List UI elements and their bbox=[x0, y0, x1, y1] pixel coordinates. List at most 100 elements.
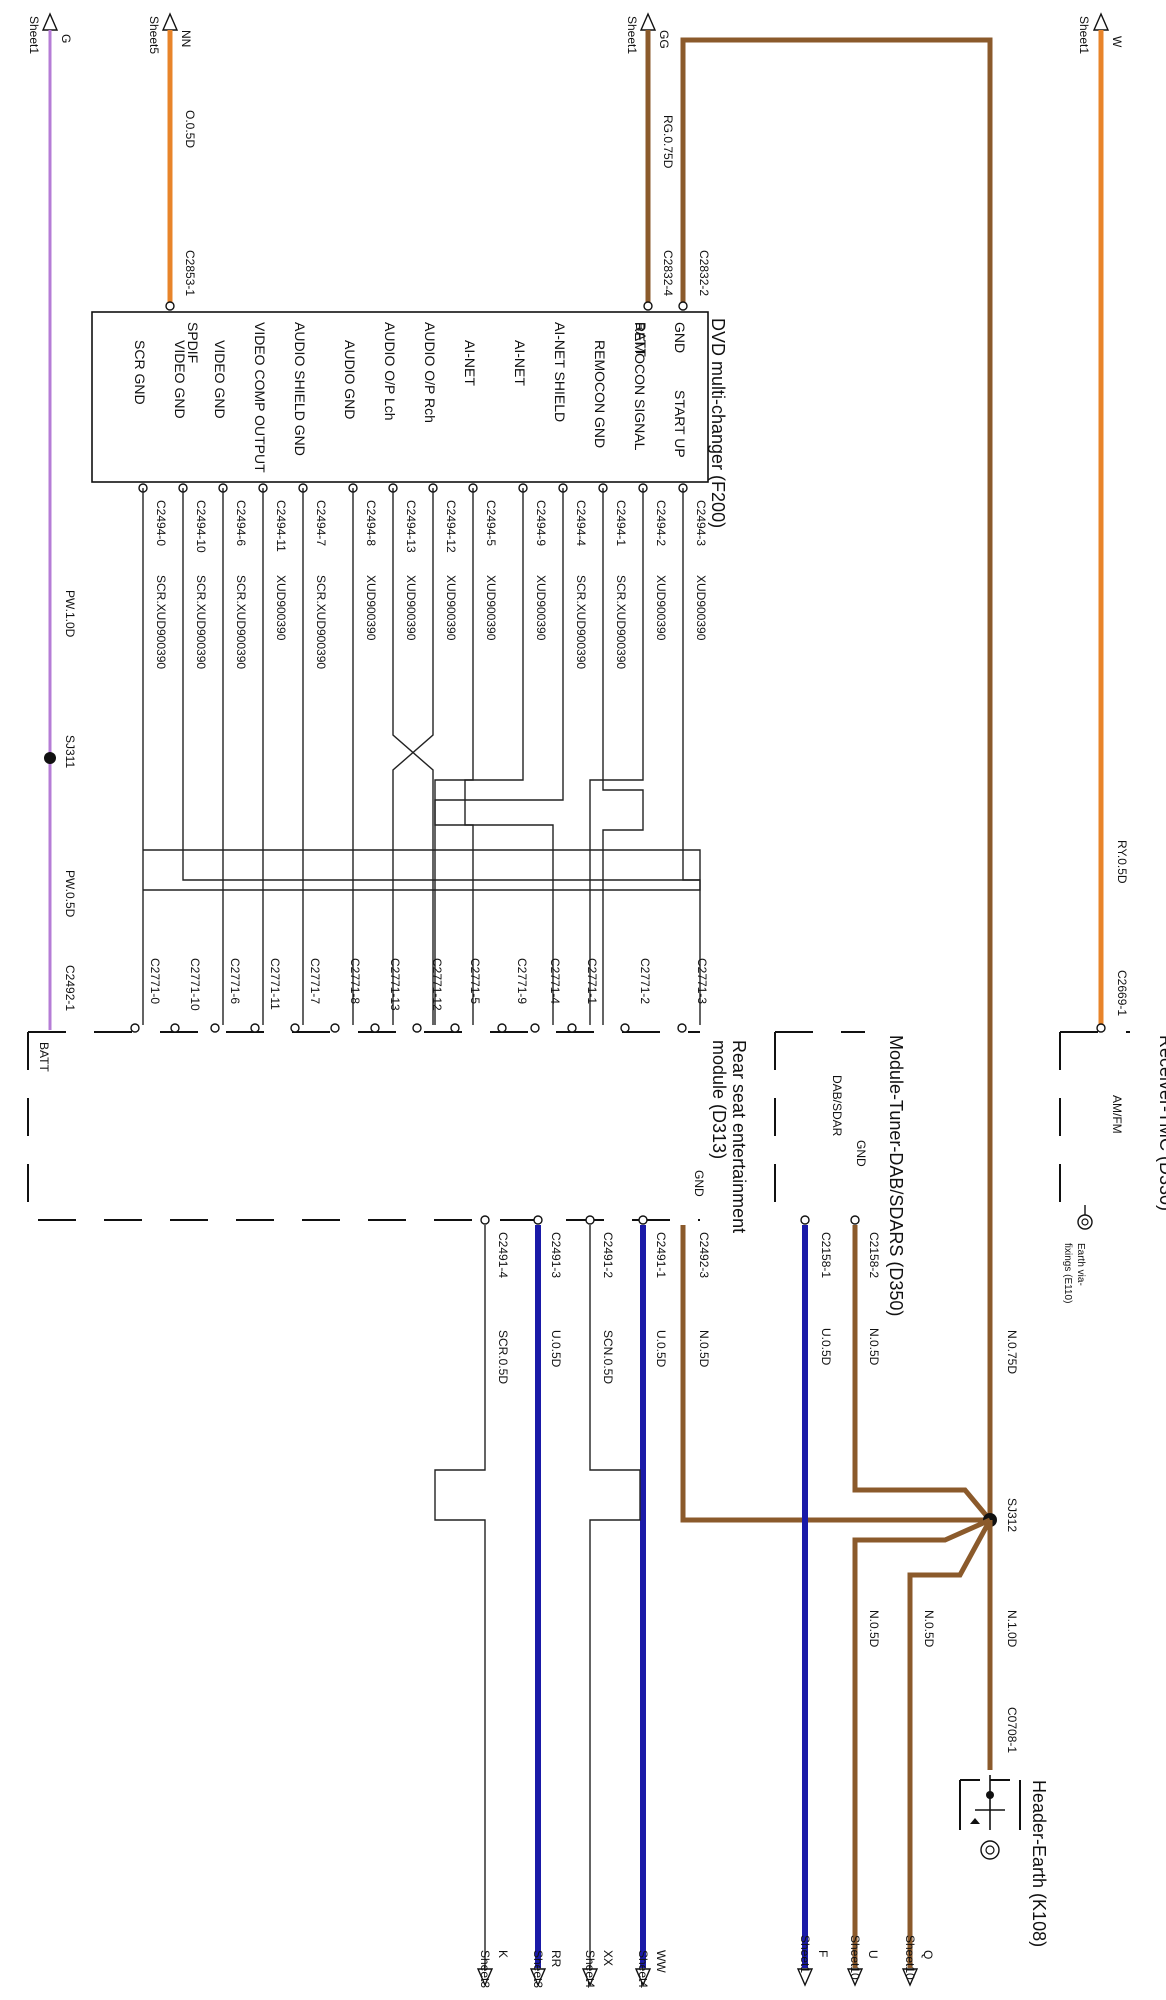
dvd-pin-connector: C2494-11 bbox=[274, 500, 288, 552]
wire-n05d-q bbox=[907, 1518, 993, 1968]
dvd-pin-wire: XUD900390 bbox=[534, 575, 548, 641]
bottom-net-sheet: Sheet10 bbox=[903, 1935, 917, 1980]
wire-ry05d-label: RY.0.5D bbox=[1115, 840, 1129, 884]
dvd-pin-circle bbox=[165, 301, 175, 311]
net-nn-sheet: Sheet5 bbox=[147, 16, 161, 54]
dvd-pin-wire: SCR.XUD900390 bbox=[234, 575, 248, 669]
rse-connector-label: C2771-8 bbox=[348, 958, 362, 1004]
conn-c2853-label: C2853-1 bbox=[183, 250, 197, 296]
dvd-pin-connector: C2494-5 bbox=[484, 500, 498, 546]
net-arrow-icon bbox=[476, 1968, 494, 1987]
rse-title-1: Rear seat entertainment bbox=[729, 1040, 749, 1233]
dvd-pin-label: VIDEO COMP OUTPUT bbox=[252, 322, 268, 473]
dvd-pin-label: VIDEO GND bbox=[172, 340, 188, 419]
rse-pin-circle bbox=[620, 1023, 630, 1033]
rse-connector-label: C2771-10 bbox=[188, 958, 202, 1011]
rse-lower-connector: C2491-1 bbox=[654, 1232, 668, 1278]
net-nn-label: NN bbox=[179, 30, 193, 47]
receiver-amfm-pin: AM/FM bbox=[1110, 1095, 1124, 1134]
dvd-pin-label: REMOCON GND bbox=[592, 340, 608, 448]
net-w-label: W bbox=[1110, 36, 1124, 48]
rse-box-outline bbox=[27, 1032, 700, 1221]
dvd-pin-label: AI-NET bbox=[462, 340, 478, 386]
wire-o05d-label: O.0.5D bbox=[183, 110, 197, 148]
rse-lower-sheet: Sheet3 bbox=[531, 1950, 545, 1988]
receiver-amfm-pin-circle bbox=[1096, 1023, 1106, 1033]
conn-c2832-2-label: C2832-2 bbox=[697, 250, 711, 296]
dvd-pin-label: BATT bbox=[633, 322, 649, 357]
dvd-pin-label: START UP bbox=[672, 390, 688, 458]
splice-sj312-label: SJ312 bbox=[1005, 1498, 1019, 1532]
rse-connector-label: C2771-0 bbox=[148, 958, 162, 1004]
rse-lower-wire bbox=[589, 1225, 641, 1968]
earth-symbol bbox=[1077, 1205, 1093, 1230]
rse-lower-connector: C2491-4 bbox=[496, 1232, 510, 1278]
wire-pw05d-label: PW.0.5D bbox=[63, 870, 77, 918]
dvd-pin-wire: SCR.XUD900390 bbox=[154, 575, 168, 669]
rse-connector-label: C2771-3 bbox=[695, 958, 709, 1004]
net-arrow-w: W Sheet1 bbox=[1077, 12, 1124, 54]
dvd-pin-connector: C2494-2 bbox=[654, 500, 668, 546]
dvd-pin-label: AUDIO GND bbox=[342, 340, 358, 419]
dvd-pin-wire: SCR.XUD900390 bbox=[194, 575, 208, 669]
dvd-pin-connector: C2494-12 bbox=[444, 500, 458, 553]
dvd-pin-circle bbox=[643, 301, 653, 311]
conn-c2492-3-label: C2492-3 bbox=[697, 1232, 711, 1278]
rse-batt-pin: BATT bbox=[37, 1042, 51, 1072]
rse-pin-circle bbox=[677, 1023, 687, 1033]
wire-gnd-loop bbox=[680, 37, 993, 1520]
tuner-dab-conn: C2158-1 bbox=[819, 1232, 833, 1278]
rse-connector-label: C2771-5 bbox=[468, 958, 482, 1004]
rse-connector-label: C2771-2 bbox=[638, 958, 652, 1004]
dvd-pin-wire: XUD900390 bbox=[484, 575, 498, 641]
earth-note-1: Earth via- bbox=[1075, 1243, 1086, 1286]
rse-pin-circle bbox=[290, 1023, 300, 1033]
rse-lower-pin bbox=[480, 1215, 490, 1225]
rse-pin-circle bbox=[530, 1023, 540, 1033]
bottom-net-sheet: Sheet1 bbox=[798, 1935, 812, 1973]
bottom-net-label: Q bbox=[921, 1950, 935, 1959]
net-arrow-icon bbox=[581, 1968, 599, 1987]
rse-lower-net: K bbox=[496, 1950, 510, 1958]
conn-c2832-4-label: C2832-4 bbox=[661, 250, 675, 296]
rse-lower-net: RR bbox=[549, 1950, 563, 1968]
rse-pin-circle bbox=[450, 1023, 460, 1033]
rse-lower-wire-label: SCN.0.5D bbox=[601, 1330, 615, 1384]
rse-lower-connector: C2491-2 bbox=[601, 1232, 615, 1278]
rse-connector-label: C2771-4 bbox=[548, 958, 562, 1004]
dvd-pin-wire: SCR.XUD900390 bbox=[314, 575, 328, 669]
splice-sj311-label: SJ311 bbox=[63, 735, 77, 768]
wire-u05d-tuner-label: U.0.5D bbox=[819, 1328, 833, 1366]
tuner-gnd-pin: GND bbox=[854, 1140, 868, 1167]
splice-sj311 bbox=[44, 752, 56, 764]
wire-n05d-rse-label: N.0.5D bbox=[697, 1330, 711, 1368]
rse-pin-circle bbox=[567, 1023, 577, 1033]
dvd-pin-wire: XUD900390 bbox=[274, 575, 288, 641]
tuner-gnd-pin-circle bbox=[850, 1215, 860, 1225]
bottom-net-sheet: Sheet10 bbox=[848, 1935, 862, 1980]
dvd-pin-wire: SCR.XUD900390 bbox=[574, 575, 588, 669]
wire-n10d-label: N.1.0D bbox=[1005, 1610, 1019, 1648]
dvd-pin-connector: C2494-4 bbox=[574, 500, 588, 546]
bottom-net-label: U bbox=[866, 1950, 880, 1959]
rse-title-2: module (D313) bbox=[709, 1040, 729, 1159]
dvd-pin-label: AUDIO SHIELD GND bbox=[292, 322, 308, 456]
rse-lower-wire-label: U.0.5D bbox=[654, 1330, 668, 1368]
wire-rse-gnd bbox=[680, 1225, 990, 1523]
tuner-title: Module-Tuner-DAB/SDARS (D350) bbox=[886, 1035, 906, 1316]
receiver-title: Receiver-TMC (D330) bbox=[1156, 1035, 1166, 1211]
wire-c2669-label: C2669-1 bbox=[1115, 970, 1129, 1016]
rse-lower-pin bbox=[638, 1215, 648, 1225]
dvd-pin-connector: C2494-1 bbox=[614, 500, 628, 546]
rse-connector-label: C2771-6 bbox=[228, 958, 242, 1004]
wire-n05d-tuner-label: N.0.5D bbox=[867, 1328, 881, 1366]
rse-lower-sheet: Sheet4 bbox=[636, 1950, 650, 1988]
rse-connector-label: C2771-12 bbox=[430, 958, 444, 1011]
wire-n05d-u bbox=[852, 1517, 992, 1968]
dvd-pin-connector: C2494-13 bbox=[404, 500, 418, 553]
earth-note-2: fixings (E110) bbox=[1062, 1243, 1073, 1303]
dvd-pin-label: VIDEO GND bbox=[212, 340, 228, 419]
rse-pin-circle bbox=[412, 1023, 422, 1033]
rse-gnd-pin: GND bbox=[692, 1170, 706, 1197]
